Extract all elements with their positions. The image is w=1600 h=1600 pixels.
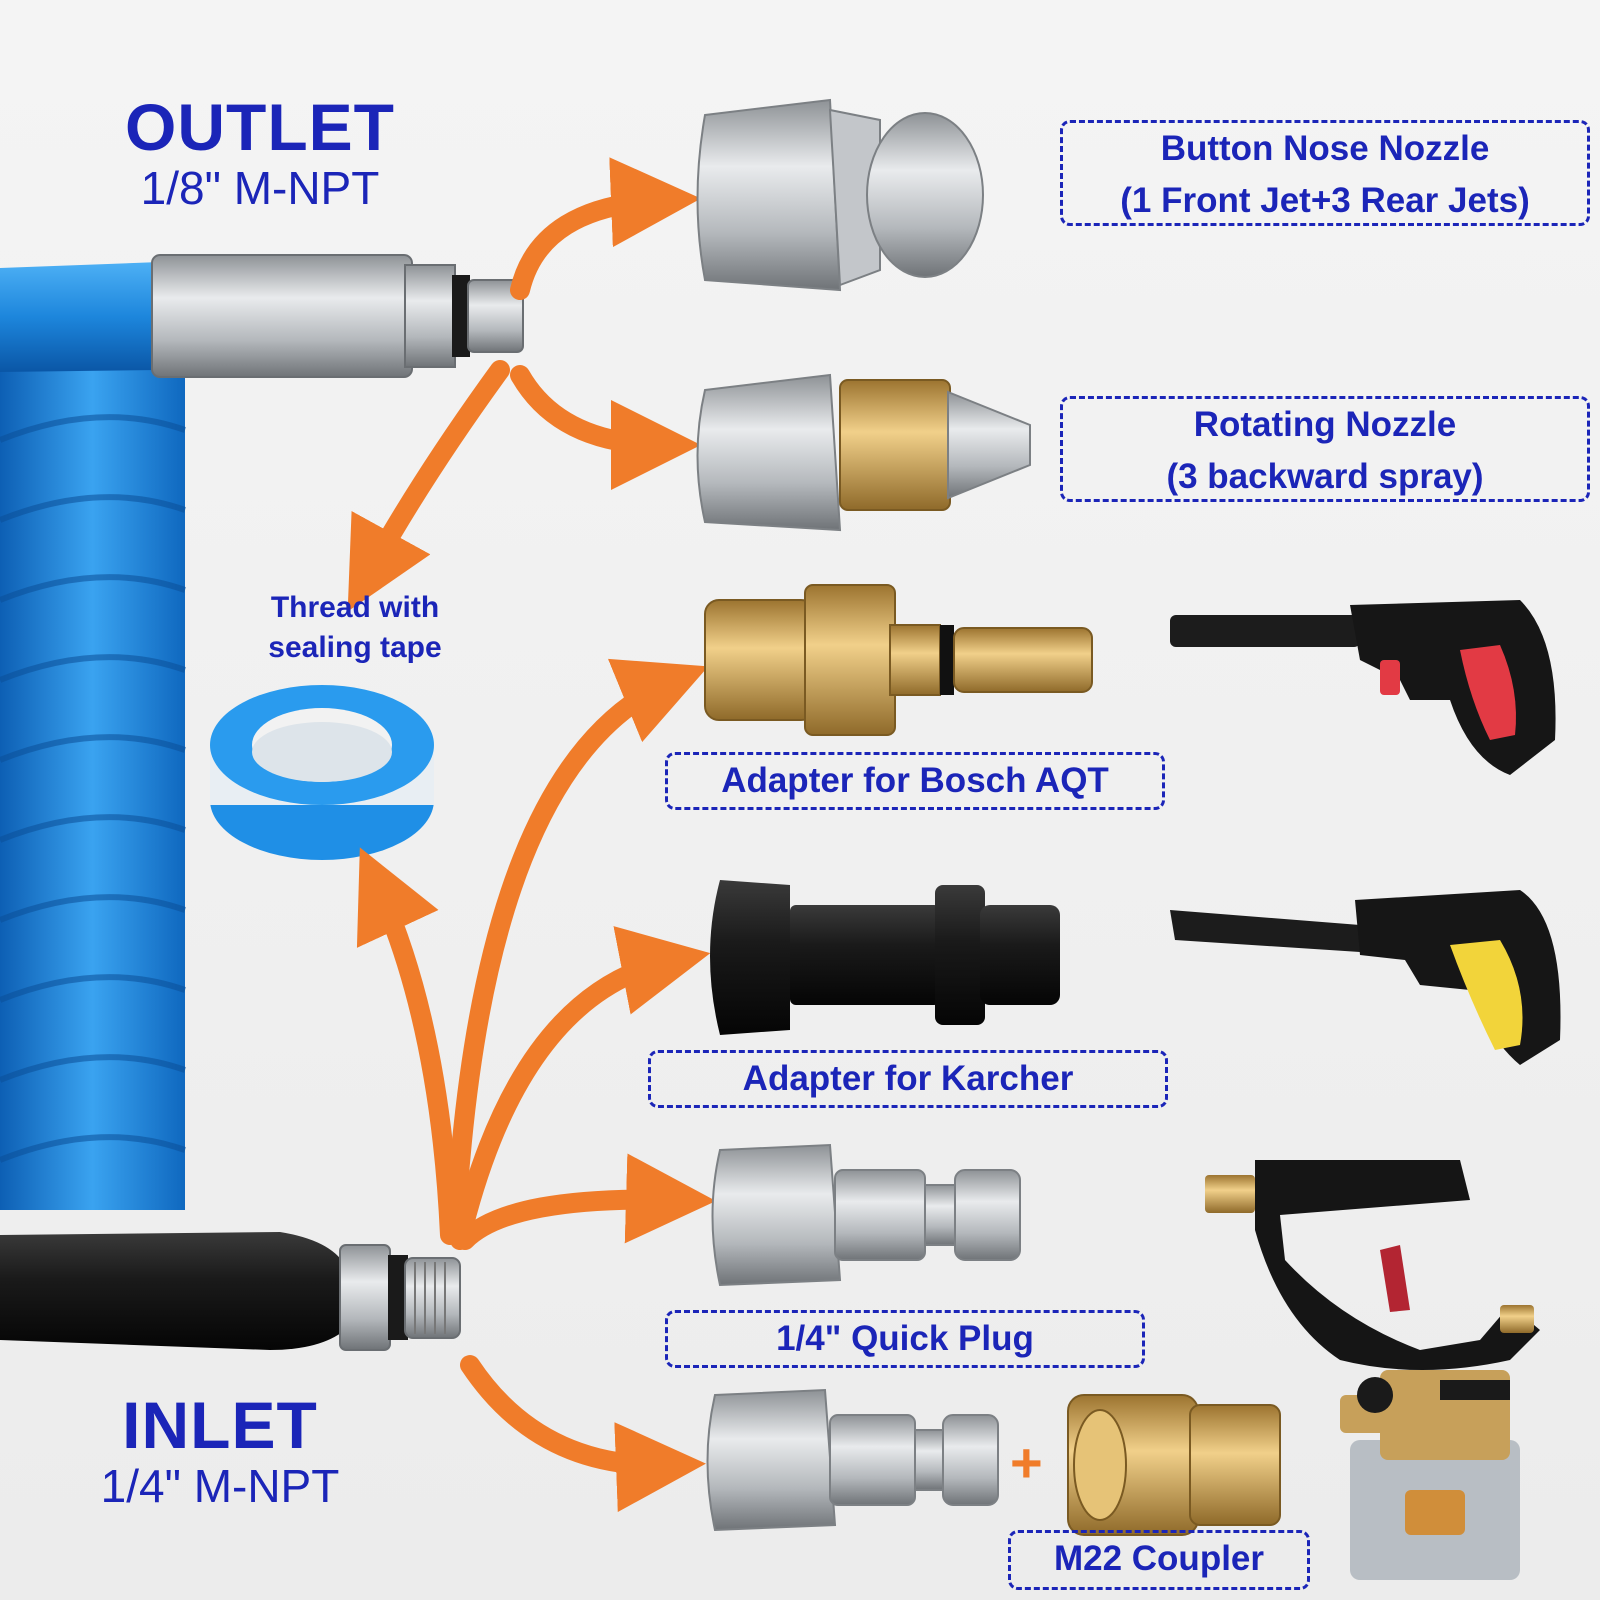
bosch-adapter-label: Adapter for Bosch AQT [665, 752, 1165, 810]
tape-label-line1: Thread with [270, 591, 440, 624]
inlet-thread: 1/4" M-NPT [100, 1460, 340, 1512]
rotating-nozzle-icon [696, 373, 1031, 532]
arrow-icon [455, 1153, 716, 1250]
arrow-icon [450, 926, 711, 1250]
karcher-adapter-label: Adapter for Karcher [648, 1050, 1168, 1108]
arrows [347, 157, 716, 1513]
tape-label-line2: sealing tape [268, 631, 442, 664]
plus-sign: + [1010, 1431, 1043, 1494]
arrow-icon [510, 365, 701, 490]
quick-plug-label: 1/4" Quick Plug [665, 1310, 1145, 1368]
arrow-icon [445, 658, 709, 1245]
rotating-line2: (3 backward spray) [1166, 457, 1484, 496]
outlet-heading: OUTLET 1/8" M-NPT [80, 92, 440, 214]
m22-coupler-label: M22 Coupler [1008, 1530, 1310, 1590]
outlet-title: OUTLET [125, 90, 395, 164]
teflon-tape-icon [210, 685, 434, 860]
arrow-icon [347, 360, 510, 612]
inlet-title: INLET [122, 1388, 318, 1462]
pump-icon [1340, 1370, 1520, 1580]
rotating-line1: Rotating Nozzle [1193, 405, 1457, 444]
button-nose-line1: Button Nose Nozzle [1160, 129, 1490, 168]
arrow-icon [460, 1355, 706, 1513]
arrow-icon [510, 157, 701, 300]
bosch-adapter-icon [704, 584, 1093, 736]
m22-coupler-icon [1067, 1394, 1281, 1536]
inlet-fitting-icon [339, 1244, 461, 1351]
outlet-thread: 1/8" M-NPT [140, 162, 380, 214]
button-nose-nozzle-label: Button Nose Nozzle (1 Front Jet+3 Rear J… [1060, 120, 1590, 226]
tape-label: Thread with sealing tape [235, 588, 475, 668]
rotating-nozzle-label: Rotating Nozzle (3 backward spray) [1060, 396, 1590, 502]
quick-plug-icon [711, 1143, 1021, 1287]
spray-gun-icon [1205, 1160, 1540, 1370]
inlet-heading: INLET 1/4" M-NPT [40, 1390, 400, 1512]
quick-plug-icon [706, 1388, 999, 1532]
hose-coil-icon [0, 262, 345, 1350]
karcher-adapter-icon [710, 880, 1060, 1035]
spray-gun-icon [1170, 890, 1561, 1065]
button-nose-nozzle-icon [696, 98, 984, 292]
button-nose-line2: (1 Front Jet+3 Rear Jets) [1120, 181, 1530, 220]
arrow-icon [356, 847, 460, 1245]
spray-gun-icon [1170, 600, 1556, 775]
outlet-fitting-icon [151, 254, 524, 378]
